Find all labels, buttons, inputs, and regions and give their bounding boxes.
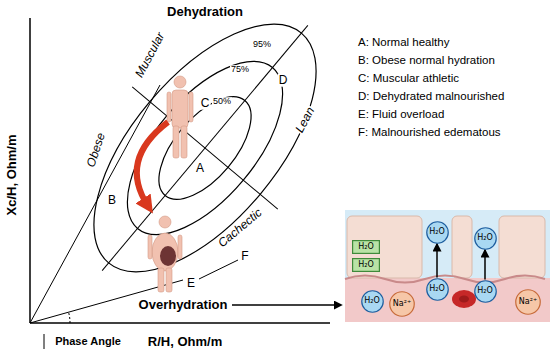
tissue-cell bbox=[452, 216, 472, 278]
figure-arm bbox=[189, 92, 193, 122]
region-label: Overhydration bbox=[138, 298, 229, 312]
angle-label: Phase Angle bbox=[55, 336, 121, 348]
node-text: H₂O bbox=[477, 234, 493, 242]
key-entry: A: Normal healthy bbox=[358, 36, 449, 48]
axis-title: Xc/H, Ohm/m bbox=[5, 135, 19, 216]
fluid-belly bbox=[160, 246, 176, 266]
node-text: H₂O bbox=[429, 228, 445, 236]
point-letter: B bbox=[107, 194, 117, 207]
figure-head bbox=[159, 216, 171, 228]
axis-direction: Cachectic bbox=[215, 206, 265, 251]
box-outline bbox=[353, 241, 380, 254]
bubble-outline bbox=[426, 221, 448, 243]
axis-direction: Obese bbox=[84, 130, 108, 169]
point-letter: F bbox=[240, 250, 249, 263]
point-letter: E bbox=[186, 277, 196, 290]
axis-title: R/H, Ohm/m bbox=[148, 335, 222, 349]
bubble-outline bbox=[361, 290, 383, 312]
phase-angle-arc bbox=[69, 312, 71, 323]
figure-torso bbox=[152, 233, 178, 271]
key-entry: C: Muscular athletic bbox=[358, 72, 459, 84]
bubble-outline bbox=[516, 290, 541, 315]
water-box: H₂O bbox=[352, 240, 380, 254]
figure-torso bbox=[172, 90, 188, 128]
point-letter: D bbox=[278, 74, 289, 87]
vector-line bbox=[30, 85, 160, 323]
percentile-label: 75% bbox=[230, 65, 250, 74]
figure-head bbox=[174, 76, 186, 88]
healthy-figure bbox=[167, 76, 193, 158]
key-entry: D: Dehydrated malnourished bbox=[358, 90, 504, 102]
tissue-cell bbox=[499, 216, 545, 278]
water-box: H₂O bbox=[352, 258, 380, 272]
node-text: H₂O bbox=[358, 243, 374, 251]
ion-bubble: Na²⁺ bbox=[515, 289, 541, 315]
shift-arrow bbox=[137, 122, 168, 206]
minor-axis bbox=[132, 87, 278, 209]
point-letter: C bbox=[200, 97, 211, 110]
ion-bubble: H₂O bbox=[426, 221, 449, 244]
ion-bubble: H₂O bbox=[426, 278, 449, 301]
vector-line bbox=[199, 260, 238, 279]
bubble-outline bbox=[474, 227, 496, 249]
tissue-inset bbox=[345, 210, 550, 322]
key-entry: B: Obese normal hydration bbox=[358, 54, 495, 66]
point-letter: A bbox=[195, 162, 205, 175]
axis-direction: Lean bbox=[293, 104, 318, 135]
edematous-figure bbox=[148, 216, 182, 292]
node-text: H₂O bbox=[477, 287, 493, 295]
bubble-outline bbox=[390, 292, 415, 317]
figure-arm bbox=[167, 92, 171, 122]
figure-leg bbox=[158, 268, 164, 292]
ion-bubble: H₂O bbox=[474, 280, 497, 303]
phase-angle-tick bbox=[44, 334, 45, 349]
capillary-band bbox=[345, 278, 550, 322]
node-text: Na²⁺ bbox=[519, 298, 537, 306]
y-axis bbox=[29, 18, 31, 323]
key-entry: F: Malnourished edematous bbox=[358, 126, 501, 138]
red-blood-cell-center bbox=[459, 296, 469, 303]
water-flow-arrow bbox=[484, 250, 486, 280]
figure-leg bbox=[173, 126, 179, 158]
node-text: Na²⁺ bbox=[393, 300, 411, 308]
box-outline bbox=[353, 259, 380, 272]
percentile-label: 95% bbox=[252, 40, 272, 49]
node-text: H₂O bbox=[364, 297, 380, 305]
key-entry: E: Fluid overload bbox=[358, 108, 444, 120]
percentile-label: 50% bbox=[212, 97, 232, 106]
figure-leg bbox=[181, 126, 187, 158]
node-text: H₂O bbox=[429, 285, 445, 293]
major-axis bbox=[102, 25, 308, 270]
pointer-arrow bbox=[232, 304, 341, 306]
water-flow-arrow bbox=[436, 244, 438, 278]
node-text: H₂O bbox=[358, 261, 374, 269]
ellipse-75 bbox=[99, 35, 311, 260]
ion-bubble: Na²⁺ bbox=[389, 291, 415, 317]
tissue-cell bbox=[347, 216, 422, 278]
figure-arm bbox=[148, 235, 152, 259]
x-axis bbox=[30, 322, 330, 324]
ellipse-95 bbox=[53, 0, 356, 309]
bubble-outline bbox=[474, 280, 496, 302]
ion-bubble: H₂O bbox=[474, 227, 497, 250]
figure-arm bbox=[178, 235, 182, 259]
interstitial-space bbox=[345, 210, 550, 280]
red-blood-cell bbox=[452, 290, 476, 308]
bubble-outline bbox=[426, 278, 448, 300]
axis-direction: Muscular bbox=[133, 30, 168, 81]
ion-bubble: H₂O bbox=[361, 290, 384, 313]
tolerance-ellipses bbox=[29, 0, 380, 332]
region-label: Dehydration bbox=[167, 5, 243, 19]
figure-leg bbox=[166, 268, 172, 292]
